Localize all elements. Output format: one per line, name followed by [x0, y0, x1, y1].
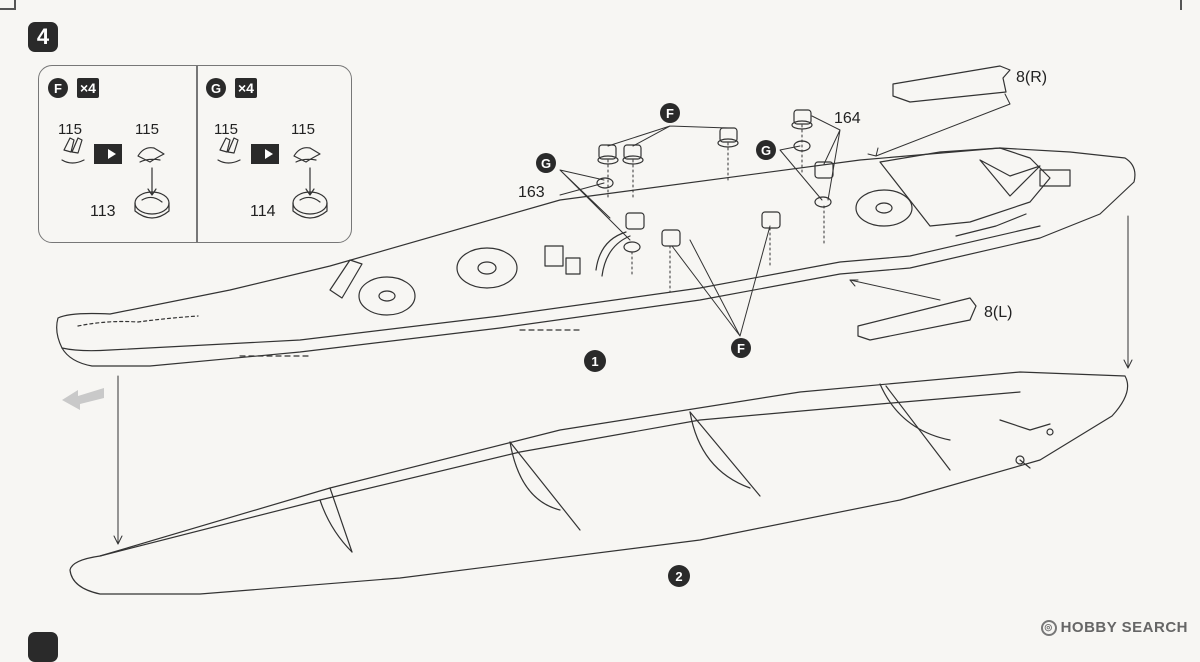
watermark: ◎ HOBBY SEARCH	[1040, 619, 1188, 636]
subassembly-box	[38, 65, 352, 243]
side-plate-r	[867, 65, 1011, 157]
label-part-8r: 8(R)	[1016, 69, 1048, 86]
side-plate-l	[849, 279, 977, 341]
next-step-badge	[28, 632, 58, 662]
subassembly-g-part-right: 115	[291, 121, 315, 138]
frame-top-right-line	[1180, 0, 1182, 10]
subassembly-g-letter: G	[206, 78, 226, 98]
callout-f-top: F	[660, 103, 680, 123]
subassembly-divider	[196, 66, 198, 242]
callout-g-left: G	[536, 153, 556, 173]
label-part-8l: 8(L)	[984, 304, 1013, 321]
frame-left-line	[14, 0, 16, 10]
subassembly-f-part-base: 113	[90, 203, 116, 220]
join-arrow-icon	[251, 144, 279, 164]
label-part-164: 164	[834, 110, 861, 127]
callout-f-bottom: F	[731, 338, 751, 358]
subassembly-g-drawing	[217, 137, 328, 219]
callout-g-right: G	[756, 140, 776, 160]
label-part-163: 163	[518, 184, 545, 201]
subassembly-f-multiplier: ×4	[77, 78, 99, 98]
subassembly-f-letter: F	[48, 78, 68, 98]
frame-top-left-line	[0, 8, 14, 10]
subassembly-f-part-right: 115	[135, 121, 159, 138]
watermark-logo-icon: ◎	[1040, 619, 1057, 636]
subassembly-f-drawing	[61, 137, 170, 219]
hull-alignment-lines	[113, 215, 1133, 545]
subassembly-f-part-left: 115	[58, 121, 82, 138]
leader-lines	[559, 115, 841, 337]
watermark-text: HOBBY SEARCH	[1060, 619, 1188, 636]
forward-direction-arrow-icon	[62, 388, 104, 410]
hull-number-badge: 2	[668, 565, 690, 587]
assembly-diagram	[56, 65, 1136, 595]
subassembly-g-part-left: 115	[214, 121, 238, 138]
join-arrow-icon	[94, 144, 122, 164]
hull-part	[69, 371, 1129, 595]
deck-part	[56, 147, 1136, 367]
subassembly-g-multiplier: ×4	[235, 78, 257, 98]
subassembly-g-part-base: 114	[250, 203, 276, 220]
deck-number-badge: 1	[584, 350, 606, 372]
turret-parts	[596, 109, 834, 253]
step-number-badge: 4	[28, 22, 58, 52]
